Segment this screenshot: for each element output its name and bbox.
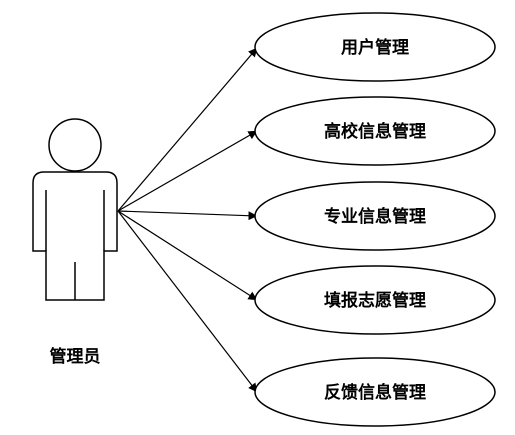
association-arrow <box>117 210 258 301</box>
use-case-ellipse <box>254 96 496 166</box>
use-case-label: 高校信息管理 <box>324 121 426 142</box>
use-case-major-info-management: 专业信息管理 <box>254 181 496 251</box>
associations <box>117 47 258 393</box>
actor-head <box>48 118 102 172</box>
use-case-feedback-management: 反馈信息管理 <box>254 357 496 427</box>
use-case-label: 专业信息管理 <box>324 206 426 227</box>
use-case-label: 反馈信息管理 <box>324 382 426 403</box>
actor-name: 管理员 <box>50 346 101 367</box>
actor-figure <box>32 118 118 301</box>
use-case-application-management: 填报志愿管理 <box>254 265 496 335</box>
use-case-ellipse <box>254 265 496 335</box>
use-case-ellipse <box>254 357 496 427</box>
association-arrow <box>117 210 258 221</box>
use-case-label: 填报志愿管理 <box>324 290 426 311</box>
use-case-university-info-management: 高校信息管理 <box>254 96 496 166</box>
association-arrow <box>117 210 258 393</box>
use-case-ellipse <box>254 12 496 82</box>
use-case-label: 用户管理 <box>341 37 409 58</box>
association-arrow <box>117 47 258 212</box>
use-case-user-management: 用户管理 <box>254 12 496 82</box>
association-arrow <box>117 130 258 212</box>
use-case-ellipse <box>254 181 496 251</box>
actor-body <box>32 171 118 301</box>
